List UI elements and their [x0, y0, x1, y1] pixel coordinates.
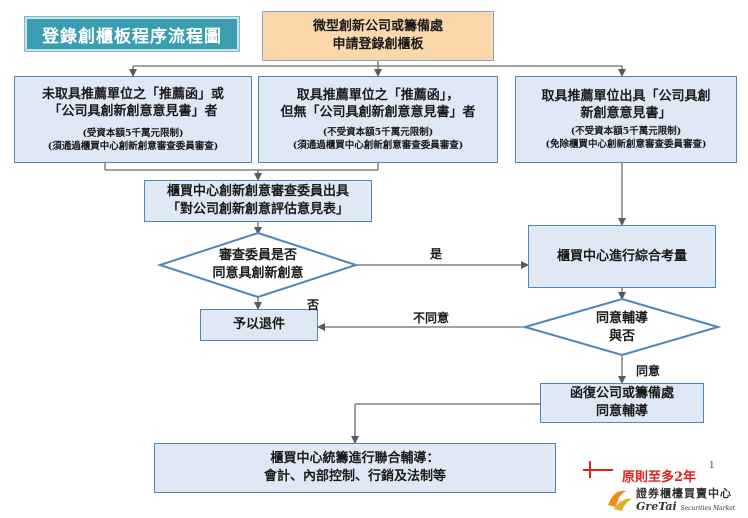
- joint-coaching-box: 櫃買中心統籌進行聯合輔導： 會計、內部控制、行銷及法制等: [154, 443, 556, 493]
- application-line2: 申請登錄創櫃板: [332, 37, 424, 52]
- decision2-text: 同意輔導 與否: [562, 309, 682, 347]
- recommendation-letter-line1: 取具推薦單位之「推薦函」，: [296, 87, 460, 103]
- page-number: 1: [709, 461, 715, 471]
- gretai-logo-icon: [608, 490, 632, 511]
- comprehensive-review-text: 櫃買中心進行綜合考量: [556, 248, 687, 264]
- innovation-opinion-box: 取具推薦單位出具「公司具創 新創意意見書」 (不受資本額5千萬元限制) (免除櫃…: [515, 76, 737, 163]
- innovation-opinion-line1: 取具推薦單位出具「公司具創: [541, 88, 711, 104]
- decision1-text: 審查委員是否 同意具創新創意: [188, 245, 328, 285]
- duration-bracket: [583, 461, 613, 478]
- committee-evaluation-line1: 櫃買中心創新創意審查委員出具: [166, 184, 349, 200]
- reply-agree-line2: 同意輔導: [595, 404, 648, 419]
- no-recommendation-note1: (受資本額5千萬元限制): [82, 127, 184, 139]
- recommendation-letter-box: 取具推薦單位之「推薦函」， 但無「公司具創新創意意見書」者 (不受資本額5千萬元…: [258, 76, 498, 163]
- committee-evaluation-box: 櫃買中心創新創意審查委員出具 「對公司創新創意評估意見表」: [144, 180, 372, 222]
- return-application-text: 予以退件: [232, 317, 285, 333]
- reply-agree-line1: 函復公司或籌備處: [569, 386, 674, 402]
- gretai-logo: 證券櫃檯買賣中心 GreTai Securities Market: [604, 485, 744, 515]
- joint-coaching-line1: 櫃買中心統籌進行聯合輔導：: [270, 451, 440, 467]
- decision2-line1: 同意輔導: [595, 311, 648, 327]
- return-application-box: 予以退件: [200, 309, 318, 341]
- no-recommendation-line1: 未取具推薦單位之「推薦函」或: [41, 86, 224, 102]
- decision2-line2: 與否: [608, 329, 635, 344]
- recommendation-letter-note1: (不受資本額5千萬元限制): [322, 126, 434, 138]
- duration-note: 原則至多2年: [622, 470, 697, 485]
- decision1-line1: 審查委員是否: [218, 248, 297, 264]
- agree-label: 同意: [636, 364, 661, 378]
- application-box: 微型創新公司或籌備處 申請登錄創櫃板: [262, 11, 494, 61]
- recommendation-letter-line2: 但無「公司具創新創意意見書」者: [280, 105, 476, 121]
- no-label: 否: [307, 298, 320, 312]
- joint-coaching-line2: 會計、內部控制、行銷及法制等: [263, 469, 446, 484]
- decision1-diamond: [156, 231, 360, 299]
- logo-english-name: GreTai Securities Market: [636, 500, 735, 513]
- logo-english-main: GreTai: [636, 500, 677, 513]
- reply-agree-box: 函復公司或籌備處 同意輔導: [540, 383, 704, 423]
- no-recommendation-note2: (須通過櫃買中心創新創意審查委員審查): [47, 141, 219, 153]
- decision1-line2: 同意具創新創意: [212, 266, 304, 281]
- comprehensive-review-box: 櫃買中心進行綜合考量: [528, 225, 716, 288]
- decision2-diamond: [521, 297, 722, 357]
- innovation-opinion-note1: (不受資本額5千萬元限制): [570, 125, 682, 137]
- disagree-label: 不同意: [413, 311, 450, 325]
- page-title: 登錄創櫃板程序流程圖: [25, 17, 239, 51]
- no-recommendation-line2: 「公司具創新創意意見書」者: [48, 104, 218, 120]
- yes-label: 是: [430, 247, 443, 261]
- logo-chinese-name: 證券櫃檯買賣中心: [636, 487, 732, 500]
- application-line1: 微型創新公司或籌備處: [312, 19, 443, 35]
- committee-evaluation-line2: 「對公司創新創意評估意見表」: [166, 202, 349, 217]
- logo-english-sub: Securities Market: [680, 505, 736, 512]
- recommendation-letter-note2: (須通過櫃買中心創新創意審查委員審查): [292, 140, 464, 152]
- no-recommendation-box: 未取具推薦單位之「推薦函」或 「公司具創新創意意見書」者 (受資本額5千萬元限制…: [14, 76, 252, 163]
- innovation-opinion-note2: (免除櫃買中心創新創意審查委員審查): [545, 139, 707, 151]
- innovation-opinion-line2: 新創意意見書」: [580, 106, 672, 122]
